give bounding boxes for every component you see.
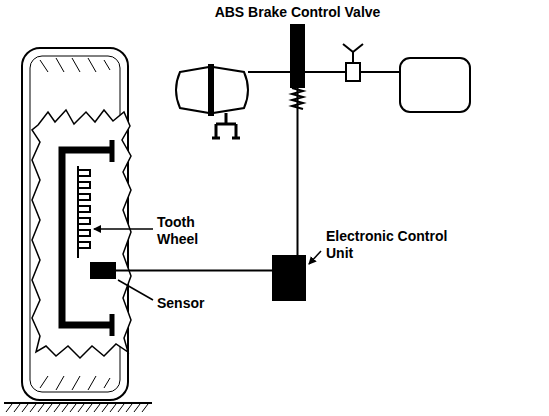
part-label: Tooth Wheel <box>157 214 213 248</box>
leader-line <box>309 251 321 264</box>
air-line <box>248 71 400 73</box>
leader-line <box>118 280 153 300</box>
ground-hatch <box>6 404 148 412</box>
valve-handle <box>343 44 363 63</box>
air-tank <box>400 58 470 112</box>
hub-bracket <box>62 150 112 325</box>
signal-line <box>116 270 272 272</box>
wheel-sensor: Sensor <box>90 262 116 279</box>
node-label: Electronic Control Unit <box>326 228 466 262</box>
chamber-clamp <box>208 64 214 116</box>
cutaway <box>32 110 131 358</box>
node-label: Sensor <box>157 295 204 312</box>
tooth-wheel <box>78 166 90 258</box>
control-valve: ABS Brake Control Valve <box>290 24 305 88</box>
leader-line <box>94 228 153 230</box>
ground-line <box>4 402 152 404</box>
brake-yoke <box>212 113 240 138</box>
node-label: ABS Brake Control Valve <box>215 4 381 21</box>
hub-flange <box>110 140 115 336</box>
shutoff-valve <box>346 63 360 81</box>
signal-line <box>297 88 299 255</box>
control-unit: Electronic Control Unit <box>272 255 306 301</box>
